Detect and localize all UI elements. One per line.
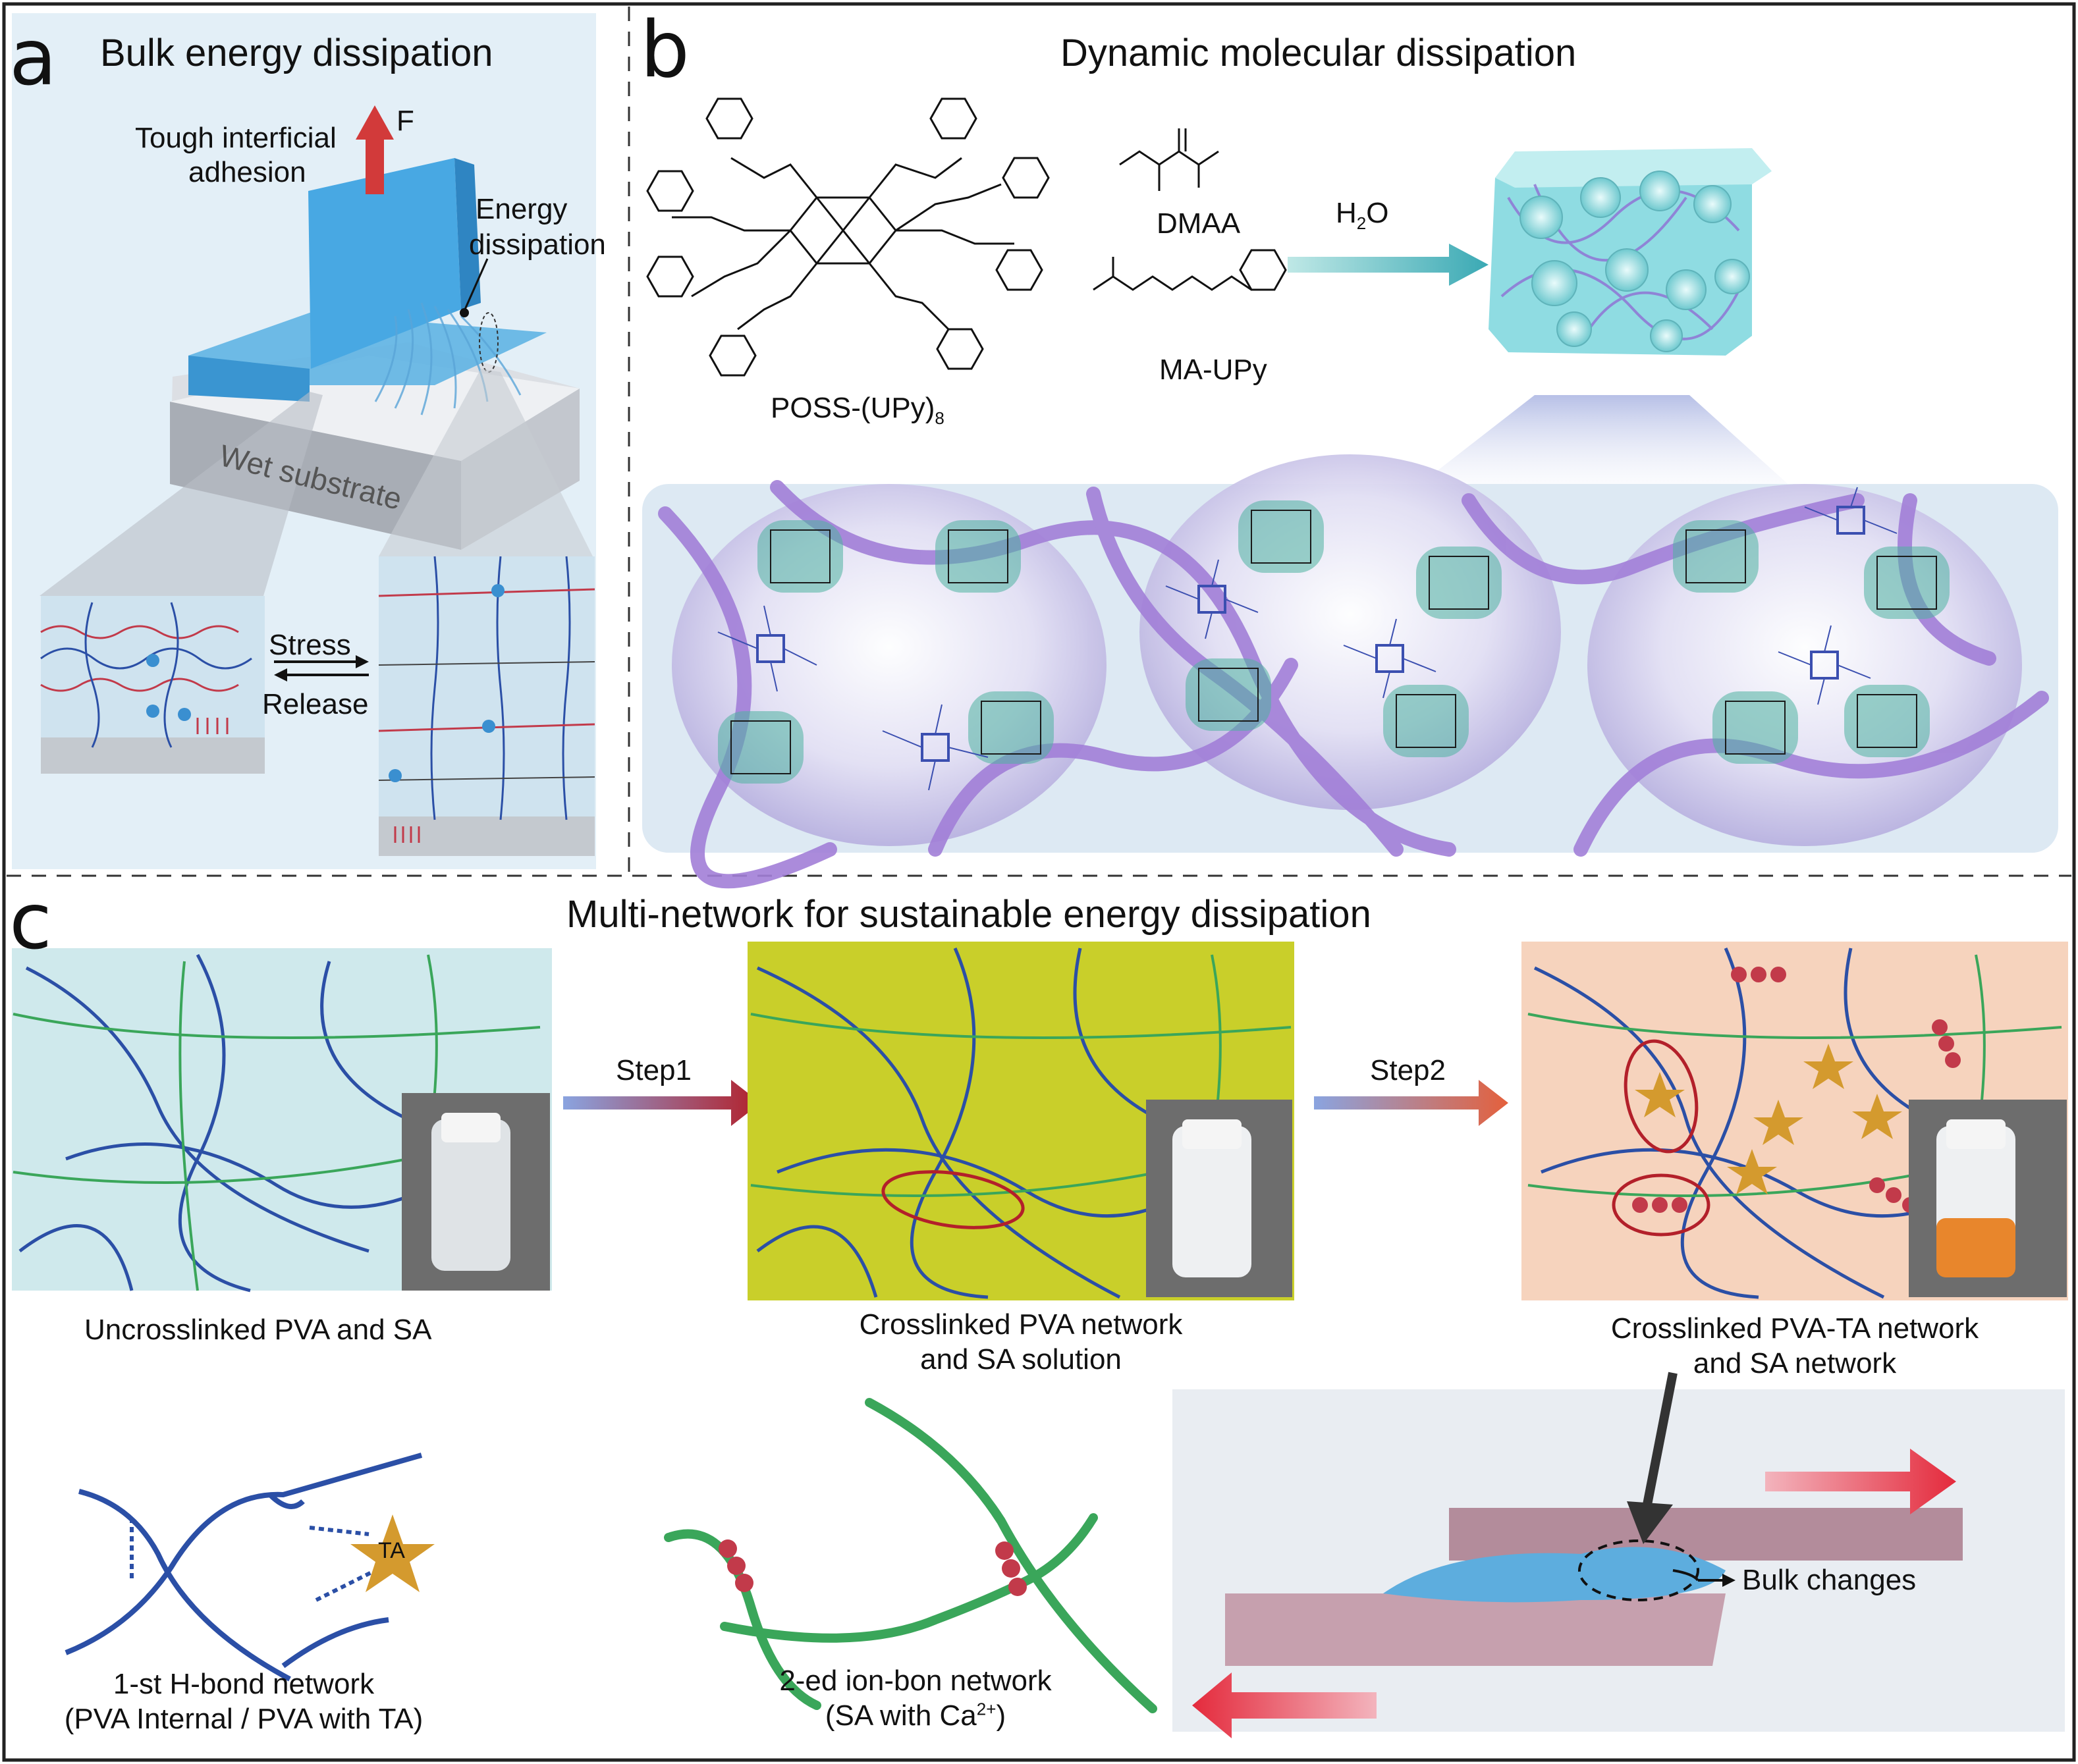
caption-ion-bond-network: 2-ed ion-bon network(SA with Ca2+) [779, 1665, 1052, 1732]
energy-dissipation-label-line2: dissipation [469, 228, 606, 261]
tough-adhesion-label-line2: adhesion [188, 156, 306, 188]
tough-adhesion-label-line1: Tough interficial [135, 122, 337, 154]
step1-label: Step1 [616, 1054, 692, 1086]
ta-label: TA [378, 1538, 405, 1563]
panel-c-illustration [12, 942, 2068, 1738]
release-label: Release [262, 688, 369, 720]
energy-dissipation-label-line1: Energy [476, 193, 568, 225]
step2-label: Step2 [1370, 1054, 1446, 1086]
force-label: F [396, 105, 414, 137]
water-label: H2O [1336, 197, 1389, 233]
panel-b-title: Dynamic molecular dissipation [1060, 32, 1577, 74]
panel-b-letter: b [640, 4, 690, 95]
caption-uncrosslinked: Uncrosslinked PVA and SA [84, 1314, 432, 1346]
bulk-changes-label: Bulk changes [1742, 1564, 1917, 1596]
dmaa-label: DMAA [1157, 207, 1241, 240]
panel-c-title: Multi-network for sustainable energy dis… [566, 893, 1371, 936]
stress-label: Stress [269, 629, 351, 661]
panel-a-illustration [12, 13, 596, 869]
poss-upy-label: POSS-(UPy)8 [771, 392, 944, 428]
panel-c-letter: c [9, 876, 52, 967]
ma-upy-label: MA-UPy [1159, 354, 1267, 386]
panel-b-illustration [642, 97, 2058, 889]
panel-a-letter: a [9, 12, 57, 103]
caption-h-bond-network: 1-st H-bond network(PVA Internal / PVA w… [64, 1668, 424, 1735]
panel-a-title: Bulk energy dissipation [100, 32, 493, 74]
